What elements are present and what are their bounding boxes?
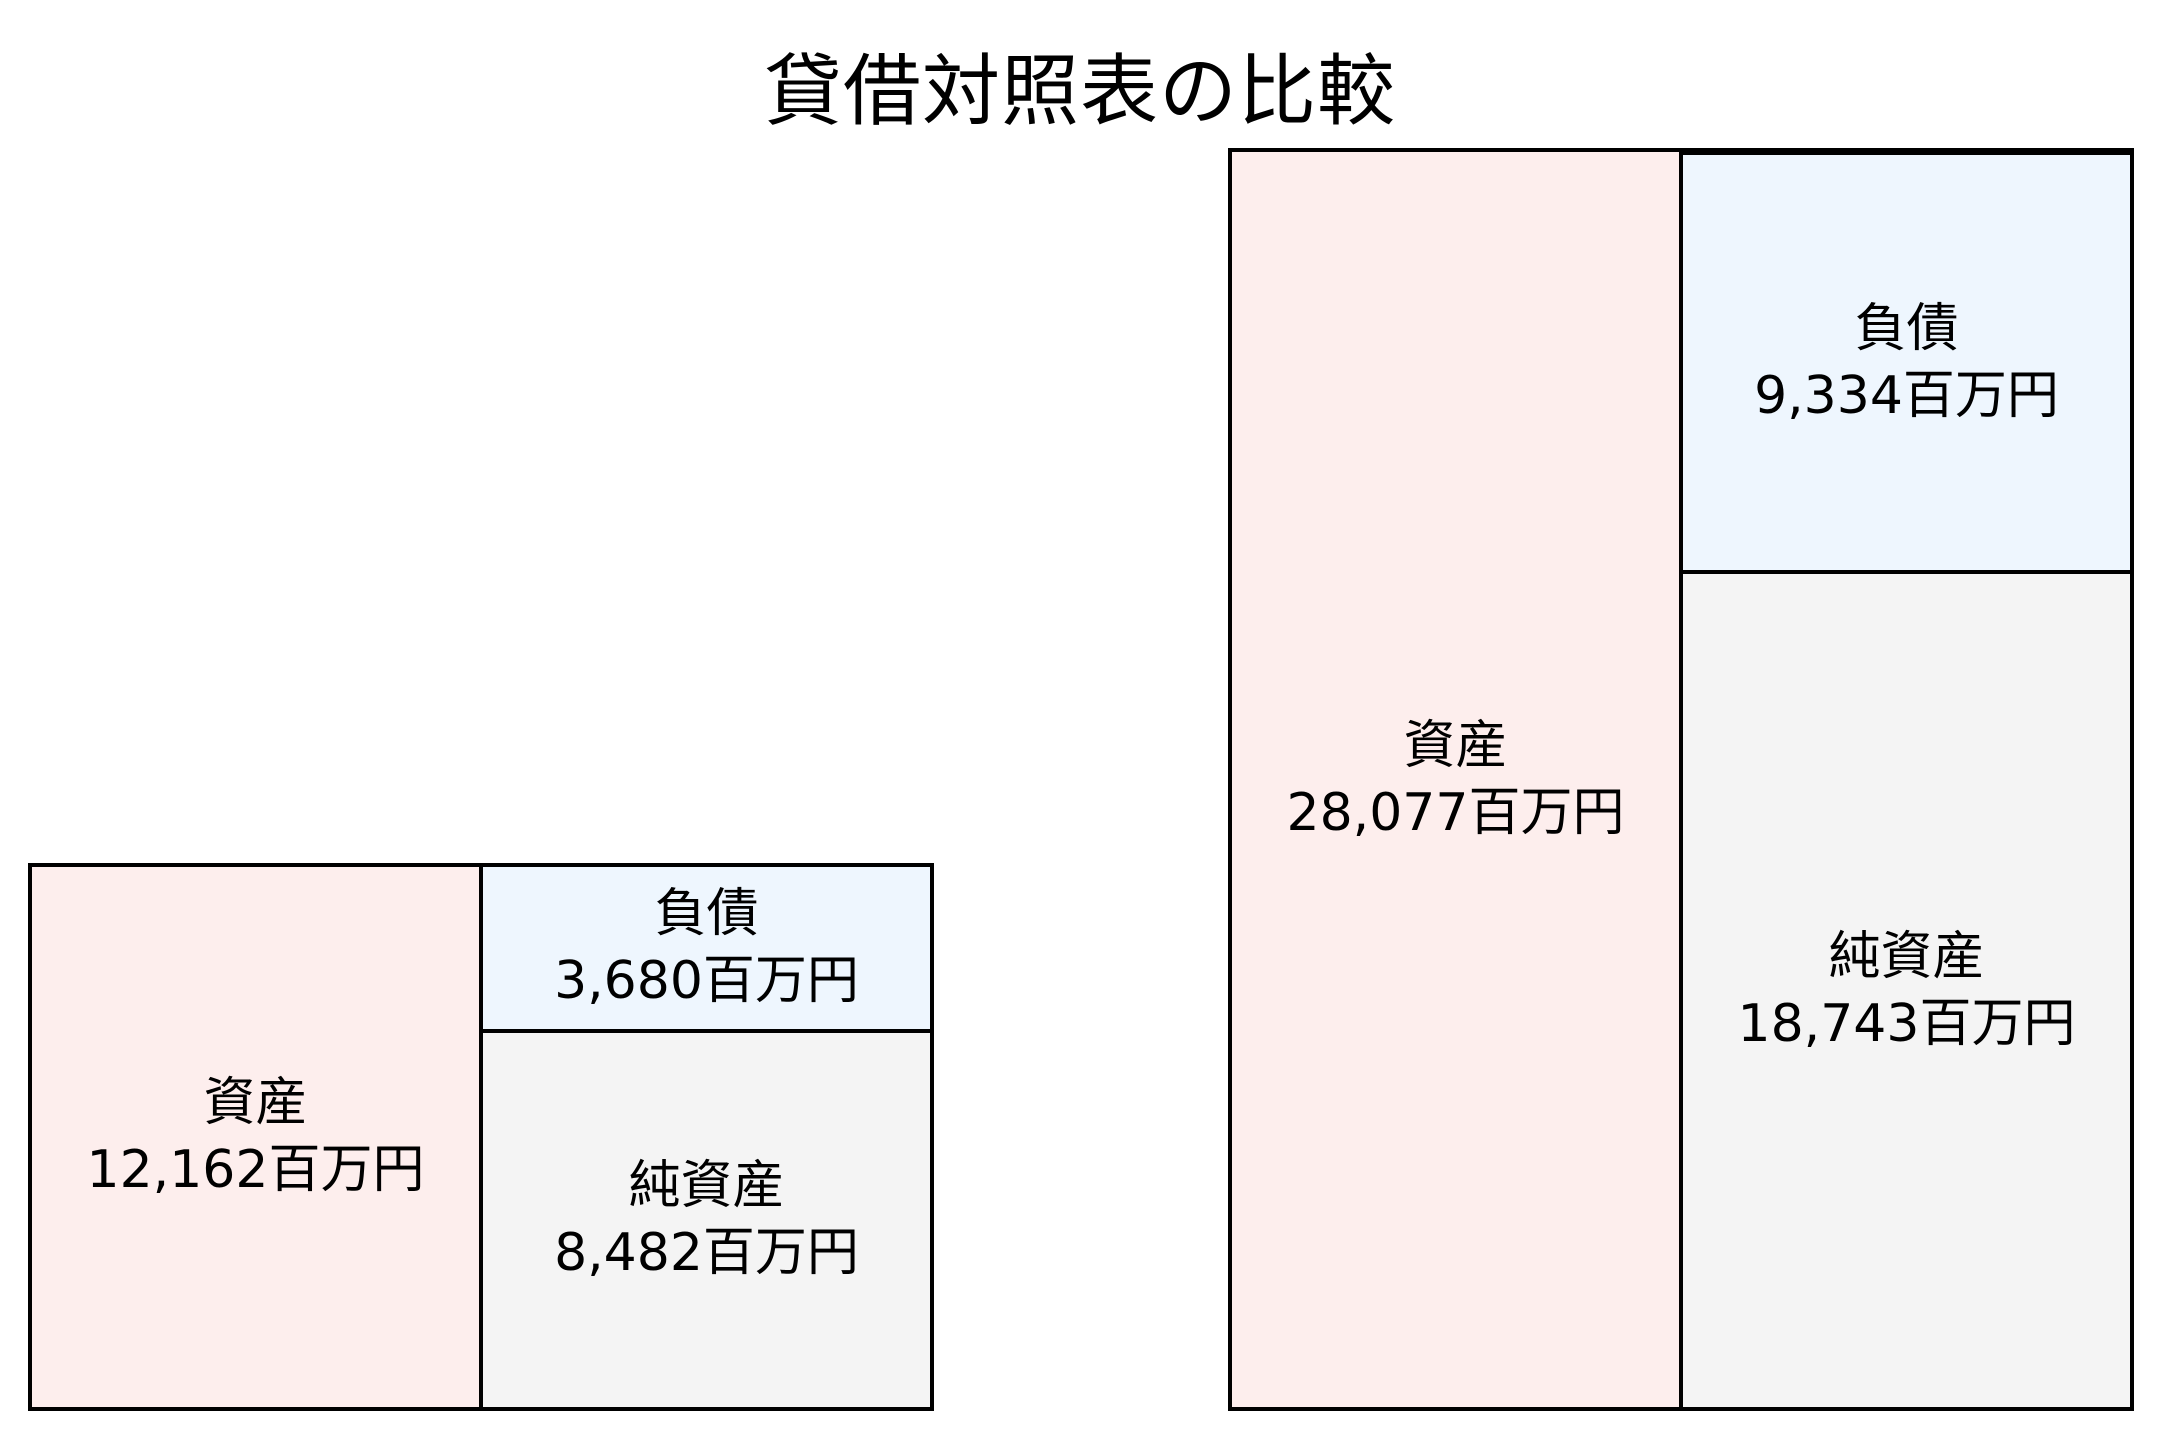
- right-net-assets-box: 純資産 18,743百万円: [1679, 570, 2134, 1411]
- right-liabilities-box: 負債 9,334百万円: [1679, 148, 2134, 574]
- left-liabilities-box: 負債 3,680百万円: [479, 863, 934, 1033]
- right-liabilities-value: 9,334百万円: [1754, 365, 2059, 426]
- left-assets-value: 12,162百万円: [86, 1140, 425, 1200]
- right-net-assets-value: 18,743百万円: [1737, 993, 2076, 1054]
- right-assets-label: 資産: [1403, 715, 1508, 776]
- left-net-assets-box: 純資産 8,482百万円: [479, 1029, 934, 1411]
- left-liabilities-label: 負債: [654, 884, 759, 944]
- left-liabilities-value: 3,680百万円: [554, 951, 859, 1011]
- right-assets-box: 資産 28,077百万円: [1228, 148, 1683, 1411]
- left-net-assets-value: 8,482百万円: [554, 1223, 859, 1283]
- chart-title: 貸借対照表の比較: [763, 47, 1396, 137]
- right-liabilities-label: 負債: [1854, 298, 1959, 359]
- left-assets-box: 資産 12,162百万円: [28, 863, 483, 1411]
- right-net-assets-label: 純資産: [1828, 926, 1985, 987]
- left-net-assets-label: 純資産: [628, 1156, 785, 1216]
- right-assets-value: 28,077百万円: [1286, 782, 1625, 843]
- left-assets-label: 資産: [203, 1073, 308, 1133]
